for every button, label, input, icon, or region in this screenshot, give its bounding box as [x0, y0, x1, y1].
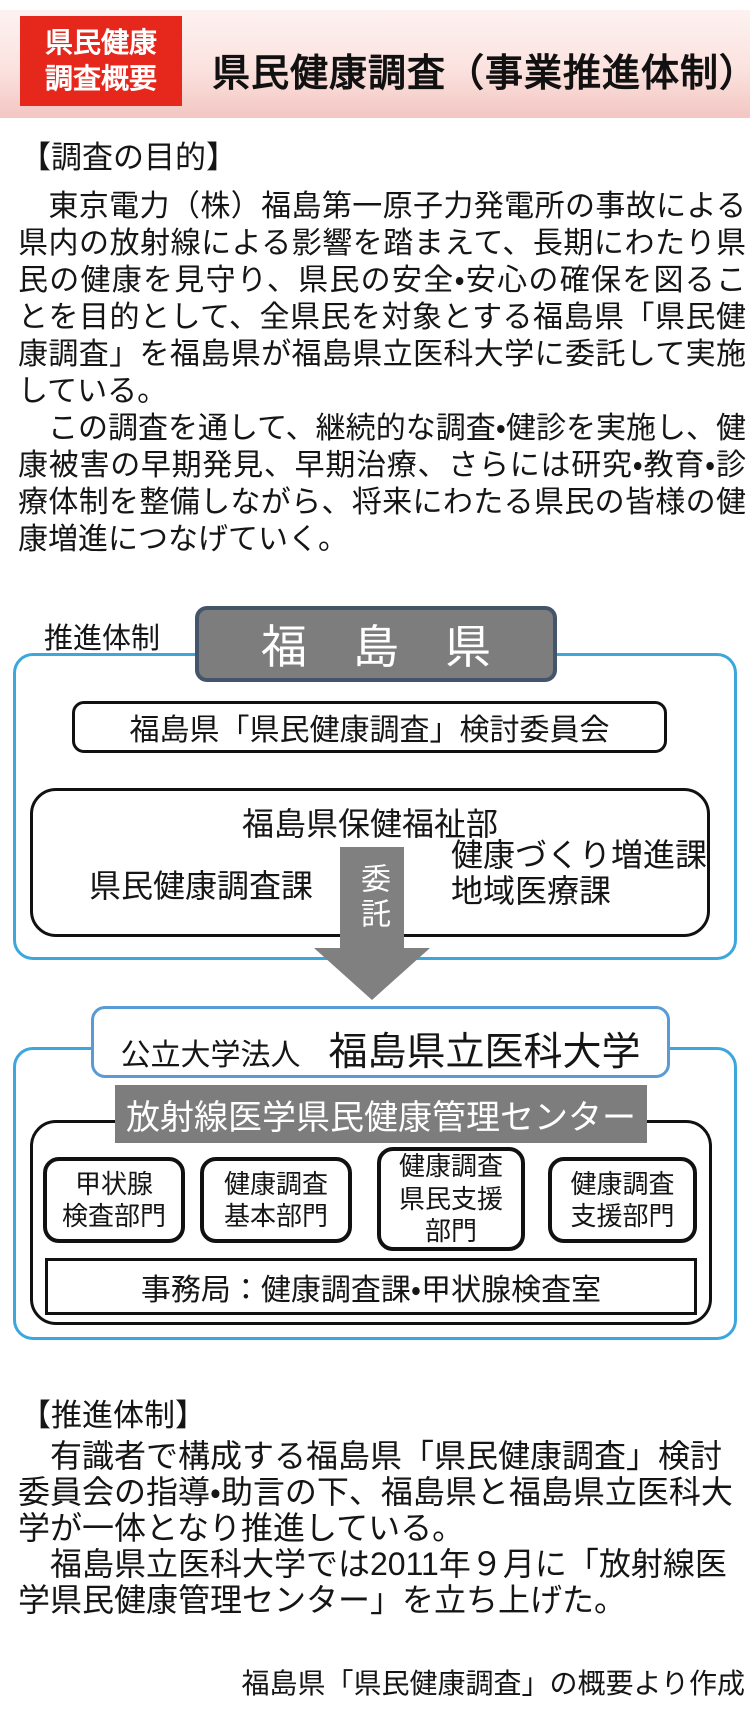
university-name: 福島県立医科大学 [328, 1031, 641, 1074]
prefecture-box: 福 島 県 [195, 606, 557, 682]
thyroid-exam-dept-box: 甲状腺 検査部門 [43, 1157, 185, 1243]
overview-badge: 県民健康 調査概要 [20, 16, 182, 106]
purpose-paragraph-1: 東京電力（株）福島第一原子力発電所の事故による県内の放射線による影響を踏まえて、… [18, 190, 746, 408]
radiation-health-center-box: 放射線医学県民健康管理センター [115, 1085, 647, 1143]
structure-paragraph-1: 有識者で構成する福島県「県民健康調査」検討委員会の指導・助言の下、福島県と福島県… [18, 1438, 733, 1546]
health-promotion-divisions: 健康づくり増進課 地域医療課 [451, 837, 708, 909]
secretariat-box: 事務局：健康調査課・甲状腺検査室 [45, 1258, 697, 1315]
purpose-paragraphs: 東京電力（株）福島第一原子力発電所の事故による県内の放射線による影響を踏まえて、… [18, 188, 746, 558]
citizen-support-dept-box: 健康調査 県民支援 部門 [377, 1147, 525, 1251]
committee-box: 福島県「県民健康調査」検討委員会 [72, 701, 667, 753]
university-box: 公立大学法人 福島県立医科大学 [91, 1006, 670, 1078]
page-title: 県民健康調査（事業推進体制） [212, 53, 750, 95]
consignment-arrow-head [314, 948, 430, 1000]
university-prefix: 公立大学法人 [120, 1039, 301, 1072]
consignment-arrow-shaft: 委託 [340, 847, 404, 948]
purpose-paragraph-2: この調査を通して、継続的な調査・健診を実施し、健康被害の早期発見、早期治療、さら… [18, 412, 746, 556]
survey-support-dept-box: 健康調査 支援部門 [548, 1157, 697, 1243]
source-note: 福島県「県民健康調査」の概要より作成 [241, 1668, 745, 1699]
structure-heading: 【推進体制】 [20, 1398, 206, 1433]
structure-paragraph-2: 福島県立医科大学では2011年９月に「放射線医学県民健康管理センター」を立ち上げ… [18, 1546, 727, 1618]
basic-survey-dept-box: 健康調査 基本部門 [200, 1157, 352, 1243]
structure-paragraphs: 有識者で構成する福島県「県民健康調査」検討委員会の指導・助言の下、福島県と福島県… [18, 1438, 746, 1618]
purpose-heading: 【調査の目的】 [20, 140, 237, 175]
diagram-title: 推進体制 [44, 623, 161, 655]
consignment-arrow-label: 委託 [356, 862, 389, 933]
health-welfare-dept-title: 福島県保健福祉部 [241, 806, 498, 842]
citizen-health-survey-division: 県民健康調査課 [89, 868, 314, 904]
